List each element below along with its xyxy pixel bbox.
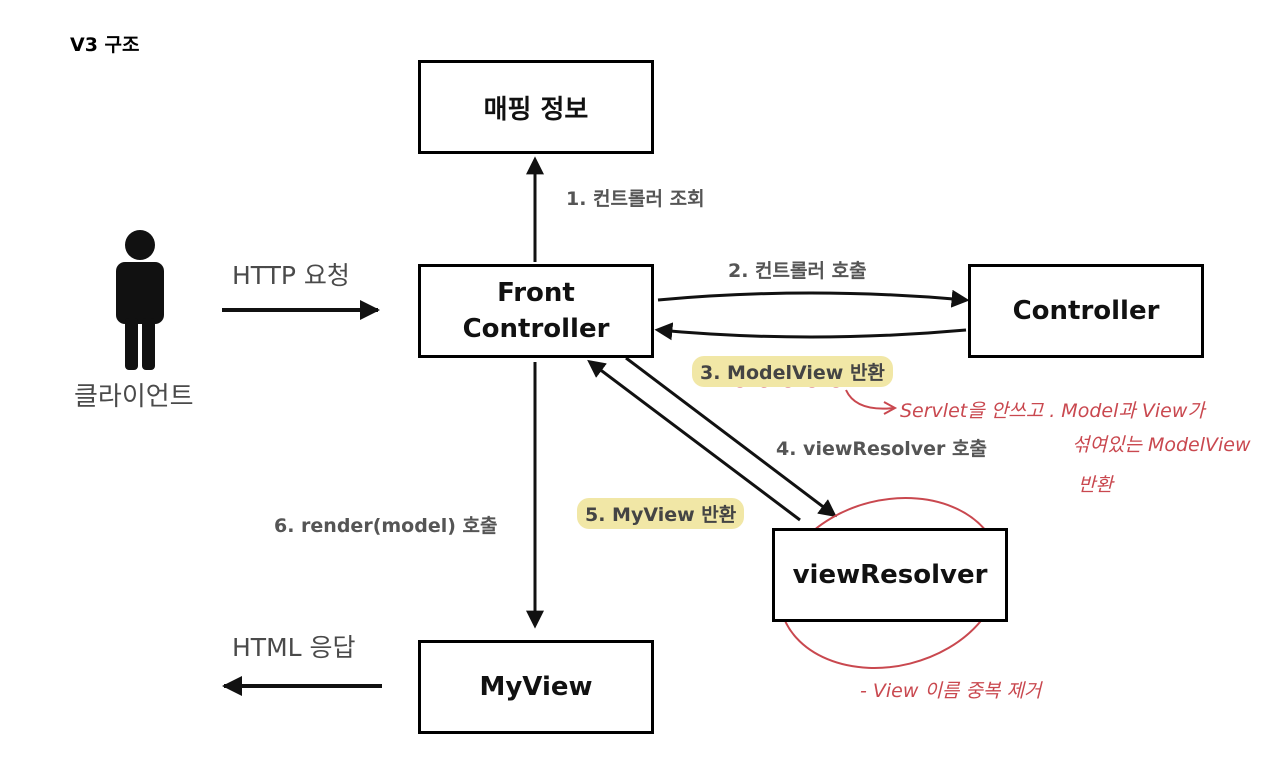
html-response-label: HTML 응답 [232,633,356,662]
annotation-pointer-arrow [845,389,895,410]
http-request-label: HTTP 요청 [232,261,350,290]
modelview-note-line1: Servlet을 안쓰고 . Model과 View가 [900,400,1205,422]
my-view-label: MyView [479,672,593,702]
modelview-note-line2: 섞여있는 ModelView [1072,434,1251,456]
step5-label: 5. MyView 반환 [577,498,745,529]
annotation-pointer-head [883,401,898,415]
my-view-box: MyView [418,640,654,734]
step5-arrow [587,359,801,522]
step1-label: 1. 컨트롤러 조회 [566,188,705,210]
step2-label: 2. 컨트롤러 호출 [728,260,867,282]
client-label: 클라이언트 [74,382,194,412]
resolver-note: - View 이름 중복 제거 [860,680,1042,702]
mapping-info-label: 매핑 정보 [483,94,589,125]
page-title: V3 구조 [70,34,140,56]
step3-arrow [654,322,967,341]
view-resolver-box: viewResolver [772,528,1008,622]
step2-arrow [657,289,970,308]
front-controller-box: Front Controller [418,264,654,358]
mapping-info-box: 매핑 정보 [418,60,654,154]
controller-box: Controller [968,264,1204,358]
front-controller-label-line2: Controller [462,314,610,344]
client-person-icon [116,230,164,370]
step3-label: 3. ModelView 반환 [692,356,893,387]
step4-arrow [625,356,837,518]
view-resolver-label: viewResolver [792,560,988,590]
step4-label: 4. viewResolver 호출 [776,438,987,460]
front-controller-label-line1: Front [497,277,575,308]
step6-label: 6. render(model) 호출 [274,515,498,537]
controller-label: Controller [1012,296,1160,326]
modelview-note-line3: 반환 [1078,474,1113,496]
